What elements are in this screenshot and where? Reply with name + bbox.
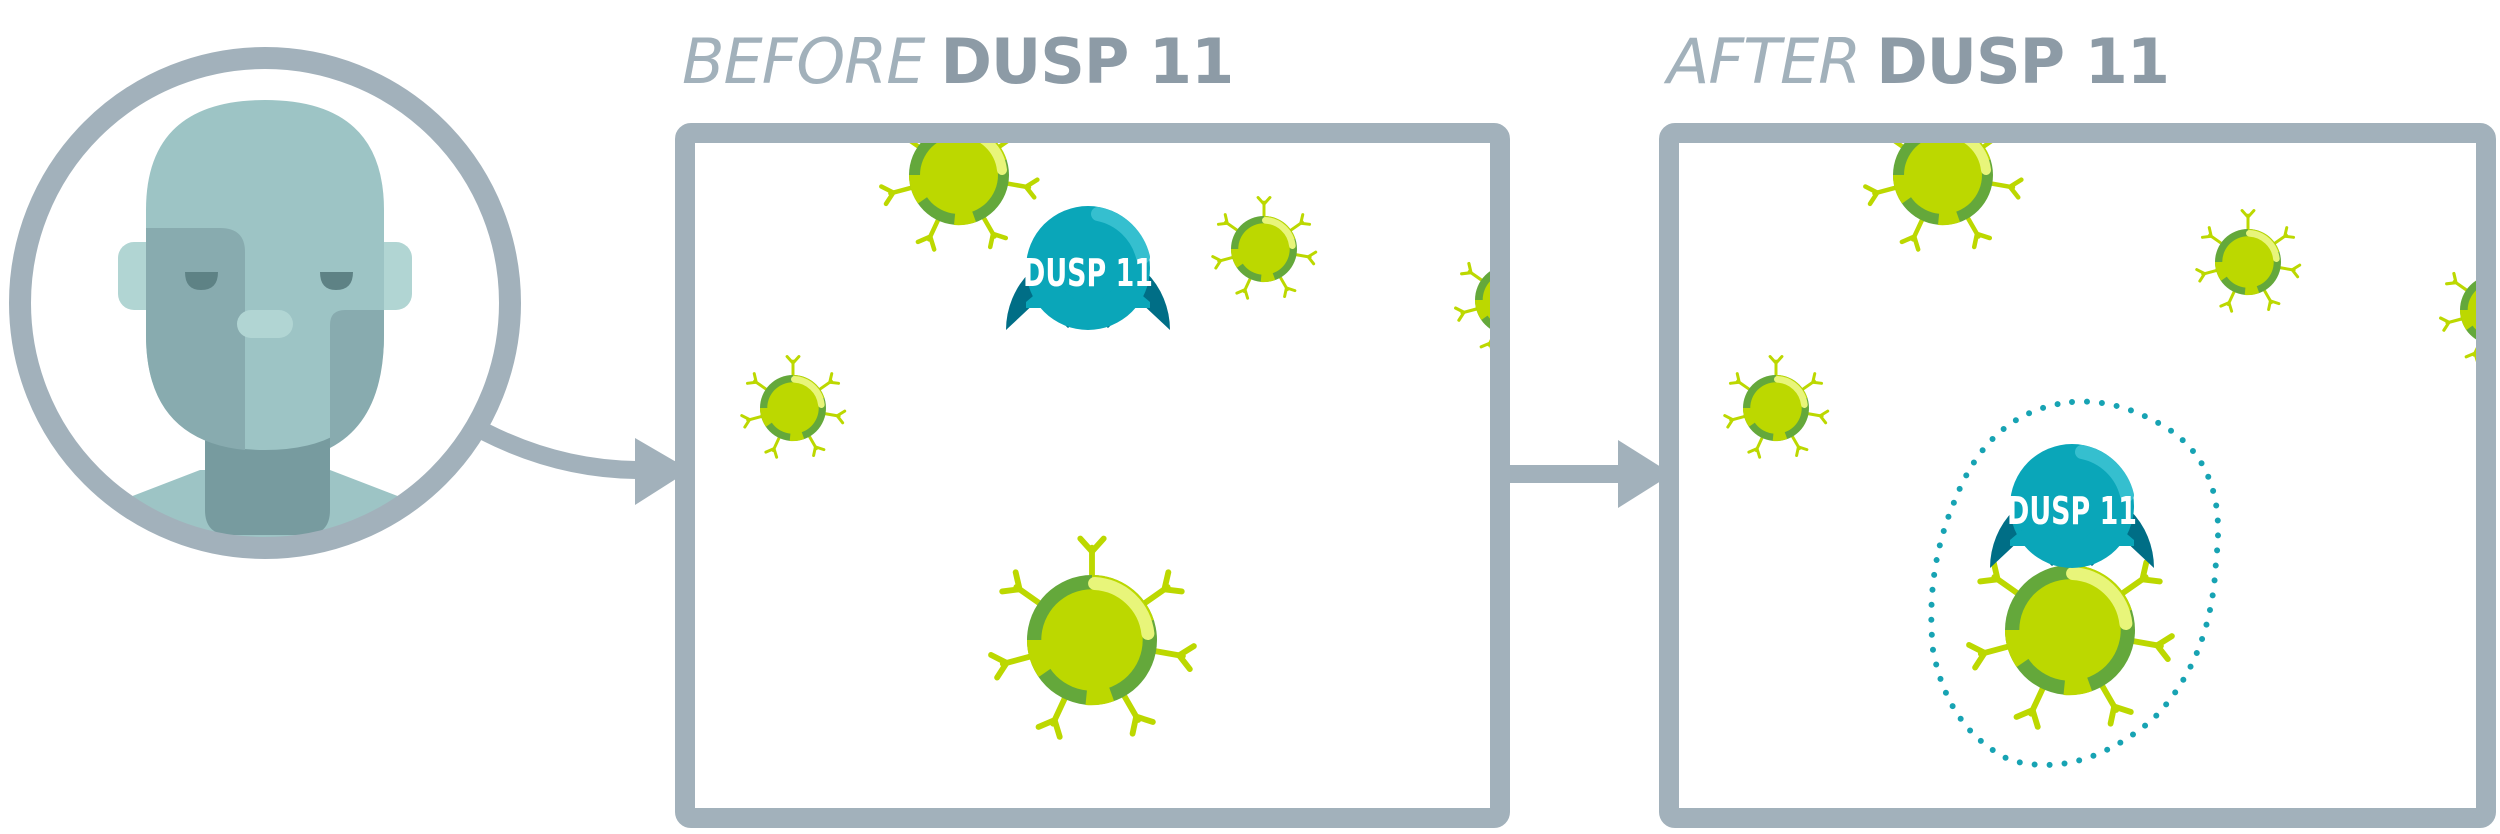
panel-after: DUSP 11	[1659, 97, 2496, 828]
virus-cell-icon	[881, 97, 1037, 249]
heading-bold-text: DUSP 11	[1876, 25, 2170, 98]
enzyme-label: DUSP 11	[1023, 251, 1153, 295]
panel-before: DUSP 11	[675, 97, 1565, 828]
patient-portrait	[9, 47, 521, 559]
dusp11-enzyme-icon	[1990, 444, 2154, 568]
virus-cell-icon	[1865, 97, 2021, 249]
virus-cell-icon	[2197, 211, 2300, 312]
virus-cell-icon	[1456, 245, 1565, 352]
sad-face-icon	[70, 100, 460, 548]
heading-light-text: BEFORE	[682, 25, 925, 98]
arrow-right-icon	[480, 423, 690, 505]
virus-cell-icon	[1213, 198, 1316, 299]
virus-cell-icon	[742, 357, 845, 458]
virus-cell-icon	[1725, 357, 1828, 458]
dusp11-enzyme-icon	[1006, 206, 1170, 330]
heading-bold-text: DUSP 11	[940, 25, 1234, 98]
enzyme-label: DUSP 11	[2007, 489, 2137, 533]
arrow-right-icon	[1505, 440, 1672, 508]
panel-after-frame	[1659, 123, 2496, 828]
panel-before-frame	[675, 123, 1510, 828]
heading-light-text: AFTER	[1667, 25, 1861, 98]
virus-cell-icon	[991, 539, 1194, 737]
